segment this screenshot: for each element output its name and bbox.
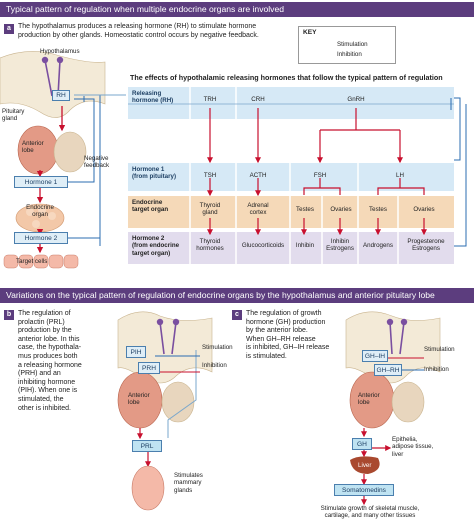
liver-label: Liver [358, 462, 372, 469]
hormone1-acth: ACTH [249, 172, 267, 179]
hormone-1-box: Hormone 1 [14, 176, 68, 188]
target-cells-label: Target cells [16, 258, 48, 265]
hormone-2-box: Hormone 2 [14, 232, 68, 244]
epithelia-label: Epithelia,adipose tissue,liver [392, 436, 434, 458]
endocrine-organ-illustration [15, 203, 65, 233]
hormone2-glucocorticoids: Glucocorticoids [241, 242, 285, 249]
panel-c-inhibition: Inhibition [424, 366, 449, 373]
ghih-box: GH–IH [362, 350, 388, 362]
panel-c-hypothalamus [345, 311, 441, 384]
prl-box: PRL [132, 440, 162, 452]
gh-box: GH [352, 438, 372, 450]
panel-letter-c: c [232, 310, 242, 320]
releasing-gnrh: GnRH [347, 96, 365, 103]
target-testes-lh: Testes [369, 206, 387, 213]
panel-b-inhibition: Inhibition [202, 362, 227, 369]
hormone1-lh: LH [396, 172, 404, 179]
key-stimulation: Stimulation [337, 41, 368, 48]
mammary-gland-illustration [131, 465, 165, 511]
target-cells-illustration [3, 254, 79, 269]
prh-box: PRH [138, 362, 160, 374]
releasing-trh: TRH [203, 96, 217, 103]
target-ovaries-lh: Ovaries [413, 206, 435, 213]
section-banner-bottom: Variations on the typical pattern of reg… [0, 288, 474, 303]
somatomedins-box: Somatomedins [334, 484, 394, 496]
hypothalamus-label: Hypothalamus [40, 48, 80, 55]
target-testes-fsh: Testes [296, 206, 314, 213]
releasing-crh: CRH [251, 96, 265, 103]
rh-box: RH [52, 90, 70, 101]
liver-illustration [350, 456, 380, 474]
key-title: KEY [303, 29, 317, 36]
hormone2-inhibin: Inhibin [295, 242, 315, 249]
hormone2-androgens: Androgens [363, 242, 393, 249]
hormone1-tsh: TSH [203, 172, 217, 179]
table-title: The effects of hypothalamic releasing ho… [130, 73, 443, 82]
panel-letter-b: b [4, 310, 14, 320]
growth-label: Stimulate growth of skeletal muscle,cart… [320, 505, 420, 520]
pih-box: PIH [126, 346, 146, 358]
panel-letter-a: a [4, 24, 14, 34]
key-inhibition: Inhibition [337, 51, 362, 58]
row-header-hormone1: Hormone 1(from pituitary) [132, 166, 176, 181]
ghrh-box: GH–RH [374, 364, 402, 376]
anterior-lobe-illustration [17, 125, 87, 175]
hypothalamus-illustration [0, 51, 106, 118]
key-box: KEY Stimulation Inhibition [298, 26, 396, 64]
panel-b-stimulation: Stimulation [202, 344, 233, 351]
panel-a-intro: The hypothalamus produces a releasing ho… [18, 23, 259, 39]
section-banner-top: Typical pattern of regulation when multi… [0, 2, 474, 17]
target-ovaries-fsh: Ovaries [330, 206, 352, 213]
panel-c-stimulation: Stimulation [424, 346, 455, 353]
hormone1-fsh: FSH [313, 172, 327, 179]
